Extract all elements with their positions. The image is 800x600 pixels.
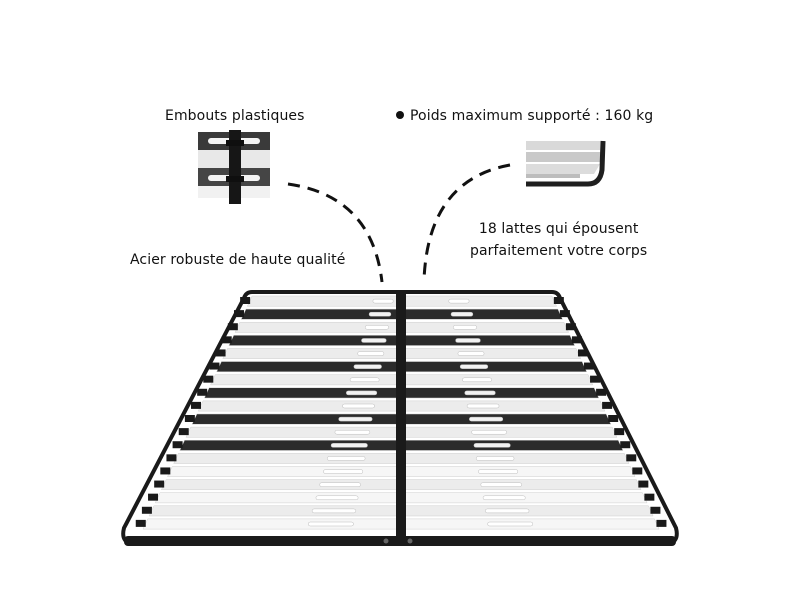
side-clip: [240, 297, 251, 304]
side-clip: [227, 323, 238, 331]
slat-slot: [357, 351, 385, 356]
side-clip: [135, 519, 146, 527]
slat-slot: [453, 325, 477, 330]
slat-slot: [372, 298, 394, 304]
side-clip: [184, 415, 195, 422]
slat-slot: [471, 429, 507, 435]
slat-slot: [353, 364, 382, 369]
slat-slot: [361, 338, 387, 343]
slat-slot: [466, 403, 500, 409]
side-clip: [584, 362, 595, 370]
side-clip: [638, 480, 649, 488]
slat-slot: [473, 443, 511, 448]
slat-slot: [475, 456, 515, 461]
slat-slot: [368, 311, 392, 317]
side-clip: [148, 493, 159, 501]
slat-slot: [448, 298, 470, 304]
lattes-label: 18 lattes qui épousent parfaitement votr…: [470, 218, 647, 262]
side-clip: [644, 493, 655, 501]
slat-slot: [364, 325, 389, 330]
slat-slot: [464, 390, 496, 396]
bullet-dot-icon: [396, 111, 404, 119]
side-clip: [233, 310, 244, 318]
side-clip: [650, 506, 661, 514]
side-clip: [565, 323, 576, 331]
slat-slot: [482, 495, 526, 501]
slat-slot: [327, 456, 366, 461]
slat-slot: [323, 469, 364, 474]
side-clip: [602, 401, 613, 409]
side-clip: [620, 441, 631, 449]
slat-slot: [346, 390, 378, 396]
slat-slot: [485, 508, 530, 514]
slat-slot: [450, 311, 474, 317]
side-clip: [571, 336, 582, 344]
side-clip: [632, 467, 643, 475]
side-clip: [559, 310, 570, 318]
side-clip: [172, 441, 183, 449]
side-clip: [596, 388, 607, 396]
lattes-connector-line: [422, 163, 511, 281]
side-clip: [141, 506, 152, 514]
side-clip: [160, 467, 171, 475]
slat-slot: [330, 443, 368, 448]
side-clip: [191, 401, 202, 409]
slat-slot: [487, 521, 534, 527]
lattes-label-line1: 18 lattes qui épousent: [478, 221, 639, 237]
slat-slot: [455, 338, 481, 343]
side-clip: [215, 349, 226, 357]
acier-robuste-label: Acier robuste de haute qualité: [130, 252, 346, 268]
bed-slat-frame-image: [121, 290, 679, 546]
slat-slot: [459, 364, 489, 369]
slat-slot: [462, 377, 492, 383]
slat-slot: [308, 521, 354, 527]
lattes-thumbnail-image: [524, 140, 606, 194]
slat-slot: [457, 351, 485, 356]
side-clip: [608, 415, 619, 422]
slat-slot: [349, 377, 380, 383]
embouts-thumbnail-image: [198, 130, 270, 204]
lattes-label-line2: parfaitement votre corps: [470, 243, 648, 259]
side-clip: [154, 480, 165, 488]
slat-slot: [480, 482, 522, 487]
slat-slot: [478, 469, 519, 474]
embouts-plastiques-label: Embouts plastiques: [165, 108, 305, 124]
side-clip: [626, 454, 637, 462]
poids-maximum-label: Poids maximum supporté : 160 kg: [396, 106, 653, 126]
slat-slot: [319, 482, 361, 487]
side-clip: [178, 428, 189, 436]
poids-maximum-text: Poids maximum supporté : 160 kg: [410, 108, 654, 124]
slat-slot: [315, 495, 359, 501]
slat-slot: [469, 416, 504, 422]
side-clip: [614, 428, 625, 436]
slat-slot: [342, 403, 375, 409]
slat-slot: [334, 429, 371, 435]
side-clip: [553, 297, 564, 304]
slat-slot: [311, 508, 357, 514]
side-clip: [203, 375, 214, 383]
side-clip: [590, 375, 601, 383]
side-clip: [166, 454, 177, 462]
side-clip: [577, 349, 588, 357]
side-clip: [221, 336, 232, 344]
acier-connector-line: [287, 182, 384, 283]
side-clip: [197, 388, 208, 396]
side-clip: [656, 519, 667, 527]
slat-slot: [338, 416, 373, 422]
side-clip: [209, 362, 220, 370]
